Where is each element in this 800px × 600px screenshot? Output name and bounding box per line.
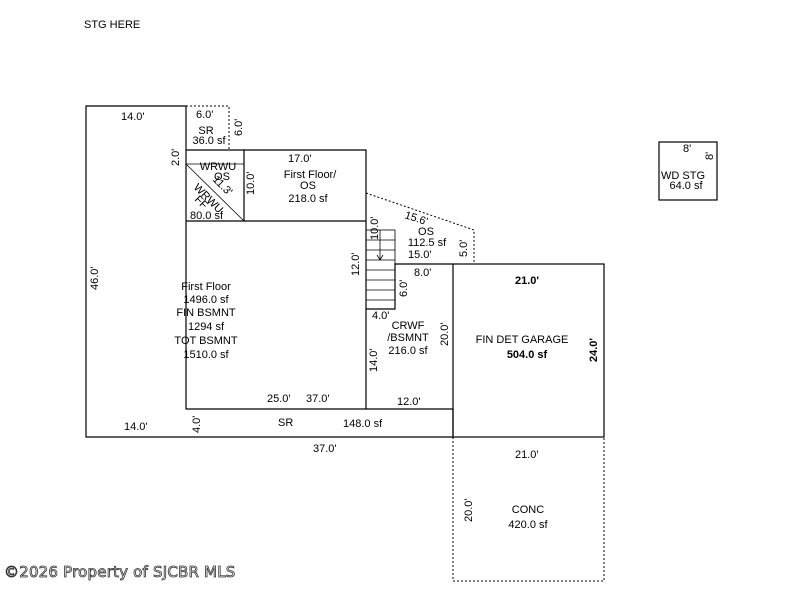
dim-os-right: 5.0'	[458, 240, 470, 257]
svg-text:First Floor/: First Floor/	[284, 169, 338, 181]
room-first-floor-os-label: First Floor/ OS 218.0 sf	[284, 169, 338, 205]
svg-text:OS: OS	[300, 180, 316, 192]
mls-watermark: ©2026 Property of SJCBR MLS	[4, 563, 236, 582]
dim-ff-side: 10.0'	[245, 171, 257, 195]
dim-os-bottom: 15.0'	[408, 249, 432, 261]
svg-text:FIN BSMNT: FIN BSMNT	[176, 307, 236, 319]
room-sr-top-label: SR 36.0 sf	[192, 125, 226, 147]
dim-garage-top: 21.0'	[515, 275, 539, 287]
svg-text:216.0 sf: 216.0 sf	[388, 345, 428, 357]
svg-text:WRWU: WRWU	[200, 161, 237, 173]
svg-text:First Floor: First Floor	[181, 281, 231, 293]
dim-conc-top: 21.0'	[515, 449, 539, 461]
dim-crwf-right: 20.0'	[439, 322, 451, 346]
wd-stg-outline	[658, 141, 718, 201]
dim-ff-top: 17.0'	[288, 153, 312, 165]
dim-25: 25.0'	[267, 393, 291, 405]
dim-main-side: 46.0'	[89, 266, 101, 290]
room-main-label: First Floor 1496.0 sf FIN BSMNT 1294 sf …	[174, 281, 237, 361]
dim-37: 37.0'	[306, 393, 330, 405]
svg-text:218.0 sf: 218.0 sf	[288, 193, 328, 205]
svg-text:64.0 sf: 64.0 sf	[669, 180, 703, 192]
svg-text:SR: SR	[278, 417, 293, 429]
stairs	[365, 229, 396, 310]
svg-text:36.0 sf: 36.0 sf	[192, 135, 226, 147]
stg-here-note: STG HERE	[84, 19, 140, 31]
svg-text:80.0 sf: 80.0 sf	[190, 210, 224, 222]
first-floor-os-outline	[244, 149, 367, 222]
os-outline	[365, 192, 475, 264]
svg-text:SR: SR	[198, 125, 213, 137]
garage-outline	[452, 263, 605, 438]
svg-text:OS: OS	[418, 226, 434, 238]
svg-text:/BSMNT: /BSMNT	[387, 332, 429, 344]
svg-text:112.5 sf: 112.5 sf	[408, 237, 447, 249]
svg-text:1510.0 sf: 1510.0 sf	[183, 349, 229, 361]
dim-main-top: 14.0'	[121, 111, 145, 123]
svg-text:1496.0 sf: 1496.0 sf	[183, 294, 229, 306]
svg-text:CONC: CONC	[512, 504, 544, 516]
dim-crwf-left: 14.0'	[368, 348, 380, 372]
dim-garage-side: 24.0'	[588, 338, 600, 362]
dim-wrwu-side: 2.0'	[170, 149, 182, 166]
conc-outline	[452, 437, 605, 582]
svg-text:OS: OS	[214, 171, 230, 183]
dim-stair-run: 10.0'	[369, 216, 381, 240]
svg-text:WD STG: WD STG	[661, 170, 705, 182]
dim-sr-side: 6.0'	[233, 119, 245, 136]
svg-text:TOT BSMNT: TOT BSMNT	[174, 335, 237, 347]
main-floor-outline	[85, 105, 454, 438]
dim-crwf-bottom: 12.0'	[397, 396, 421, 408]
svg-text:420.0 sf: 420.0 sf	[508, 519, 548, 531]
dim-stair-side: 12.0'	[350, 252, 362, 276]
dim-wd-side: 8'	[704, 152, 716, 160]
room-wd-stg-label: WD STG 64.0 sf	[661, 170, 705, 192]
dim-main-bottom: 14.0'	[124, 421, 148, 433]
dim-crwf-top: 8.0'	[414, 267, 431, 279]
room-wrwu-os-label: WRWU OS	[200, 161, 237, 183]
dim-sr2-side: 4.0'	[191, 416, 203, 433]
dim-overall-bottom: 37.0'	[313, 443, 337, 455]
room-crwf-label: CRWF /BSMNT 216.0 sf	[387, 320, 429, 357]
sr-top-outline	[186, 105, 230, 150]
svg-text:FIN DET GARAGE: FIN DET GARAGE	[476, 334, 569, 346]
dim-sr-top: 6.0'	[196, 109, 213, 121]
svg-text:504.0 sf: 504.0 sf	[507, 349, 548, 361]
dim-crwf-w: 4.0'	[372, 310, 389, 322]
svg-text:CRWF: CRWF	[392, 320, 425, 332]
svg-text:1294 sf: 1294 sf	[188, 321, 225, 333]
wrwu-outline	[186, 149, 245, 222]
room-sr-bottom-label: SR 148.0 sf	[278, 417, 383, 430]
room-conc-label: CONC 420.0 sf	[508, 504, 548, 531]
svg-text:148.0 sf: 148.0 sf	[343, 418, 383, 430]
room-garage-label: FIN DET GARAGE 504.0 sf	[476, 334, 569, 361]
dim-conc-side: 20.0'	[463, 498, 475, 522]
wrwu-diagonal	[185, 163, 245, 222]
dim-crwf-step: 6.0'	[398, 280, 410, 297]
dim-wd-top: 8'	[683, 143, 691, 155]
room-os-label: OS 112.5 sf	[408, 226, 447, 249]
